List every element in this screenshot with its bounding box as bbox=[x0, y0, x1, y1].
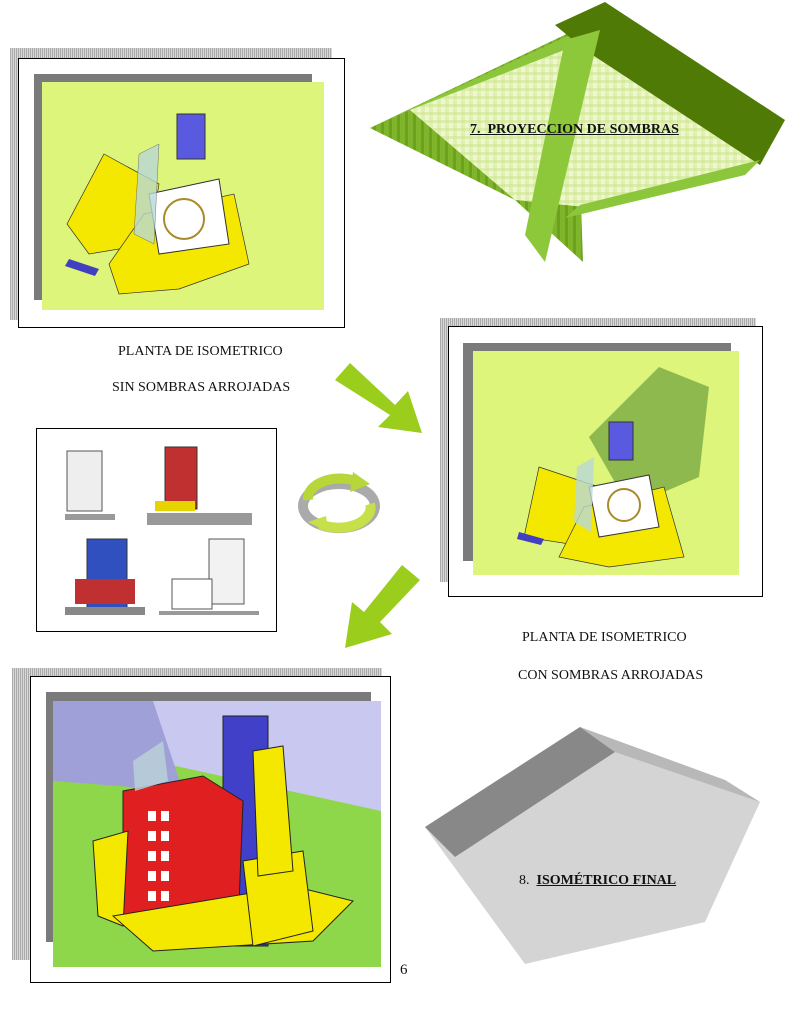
arrow-down-right-icon bbox=[335, 363, 422, 433]
section-title: ISOMÉTRICO FINAL bbox=[536, 873, 677, 888]
refresh-cycle-icon bbox=[298, 472, 380, 533]
caption-line-1: PLANTA DE ISOMETRICO bbox=[118, 344, 283, 359]
section-title: PROYECCION DE SOMBRAS bbox=[487, 122, 679, 137]
thumbnail-views-image bbox=[36, 428, 277, 632]
section-number: 7. bbox=[470, 122, 481, 137]
section-number: 8. bbox=[519, 873, 530, 888]
final-isometric-image bbox=[30, 676, 391, 983]
section-8-heading: 8. ISOMÉTRICO FINAL bbox=[519, 873, 676, 889]
plan-with-shadows-image bbox=[448, 326, 763, 597]
section-8-banner-shape bbox=[425, 727, 760, 964]
caption-line-1: PLANTA DE ISOMETRICO bbox=[522, 630, 687, 645]
caption-line-2: CON SOMBRAS ARROJADAS bbox=[518, 668, 704, 683]
plan-without-shadows-image bbox=[18, 58, 345, 328]
section-7-banner-shape bbox=[370, 2, 785, 262]
page-number: 6 bbox=[400, 962, 408, 978]
arrow-down-left-icon bbox=[345, 565, 420, 648]
section-7-heading: 7. PROYECCION DE SOMBRAS bbox=[470, 122, 679, 138]
caption-line-2: SIN SOMBRAS ARROJADAS bbox=[112, 380, 291, 395]
